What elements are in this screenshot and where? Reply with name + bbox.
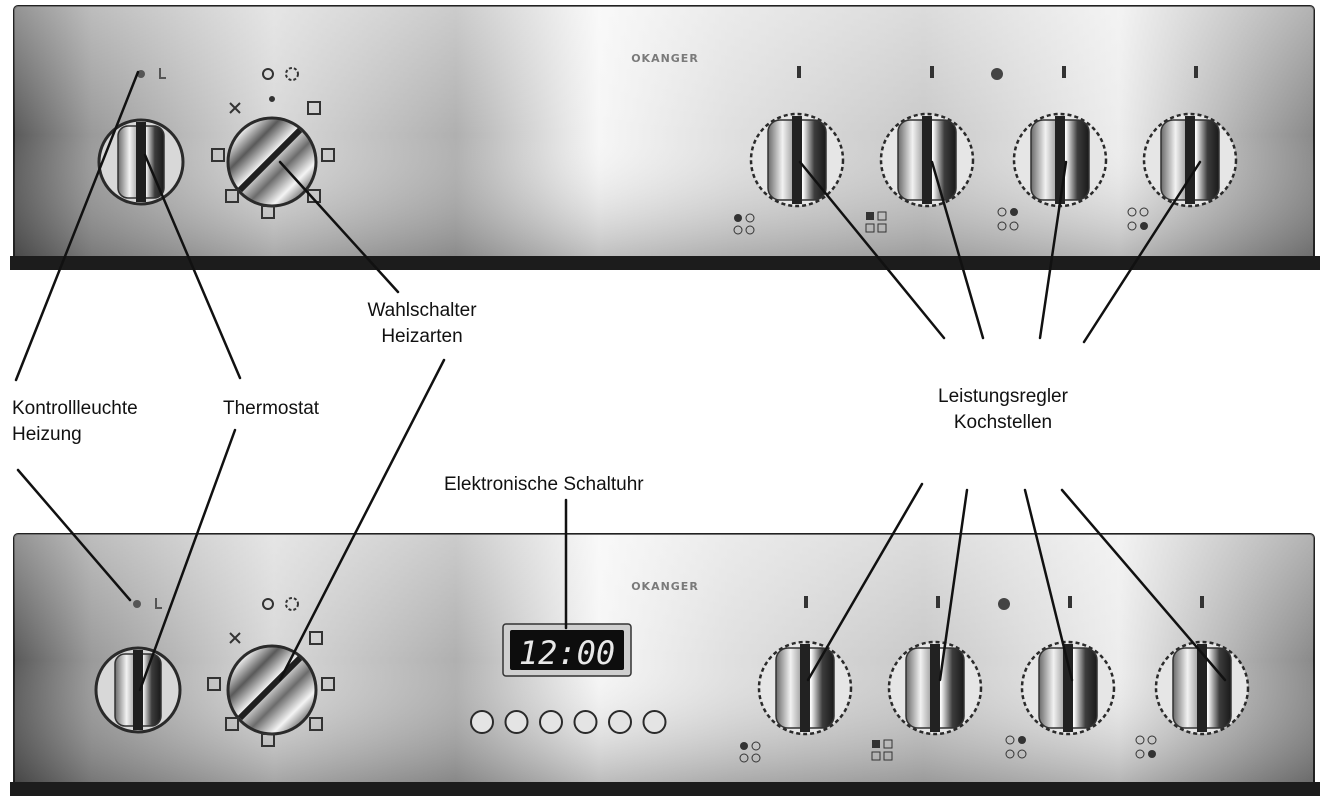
bottom-panel-bottom-edge <box>10 782 1320 796</box>
timer-button-3[interactable] <box>539 710 563 734</box>
hob-knob-top-1[interactable] <box>749 66 845 208</box>
brand-logo-top: OKANGER <box>631 52 699 65</box>
function-symbols-top <box>211 67 335 219</box>
thermostat-knob-bottom[interactable] <box>94 646 182 734</box>
label-wahlschalter: Wahlschalter Heizarten <box>362 298 482 350</box>
function-symbols-bottom <box>207 597 335 747</box>
hob-knob-top-2[interactable] <box>879 66 975 208</box>
leader-lamp-bottom <box>16 468 132 602</box>
timer-button-2[interactable] <box>504 710 529 734</box>
leader-lamp-top <box>14 70 140 382</box>
label-kontrollleuchte-line2: Heizung <box>12 424 82 445</box>
timer-button-5[interactable] <box>608 710 632 734</box>
label-thermostat: Thermostat <box>223 398 320 419</box>
timer-display-text: 12:00 <box>519 634 615 672</box>
hob-knob-bottom-4[interactable] <box>1154 596 1250 736</box>
function-selector-knob-bottom[interactable] <box>226 644 318 736</box>
label-wahlschalter-line2: Heizarten <box>381 326 463 347</box>
label-leistungsregler-line1: Leistungsregler <box>938 386 1068 407</box>
hob-knob-bottom-3[interactable] <box>1020 596 1116 736</box>
hob-indicator-lamp-bottom <box>998 598 1010 610</box>
leader-selector-top <box>278 160 400 294</box>
leader-selector-bottom <box>278 358 446 682</box>
hob-knob-bottom-2[interactable] <box>887 596 983 736</box>
label-leistungsregler-line2: Kochstellen <box>953 412 1053 433</box>
hob-zone-symbols-bottom <box>739 735 1157 763</box>
leader-thermostat-top <box>143 153 242 380</box>
hob-knob-bottom-1[interactable] <box>757 596 853 736</box>
timer-display <box>510 630 624 670</box>
hob-indicator-lamp-top <box>991 68 1003 80</box>
leader-hob-bottom-2 <box>938 488 969 682</box>
function-selector-knob-top[interactable] <box>226 116 318 208</box>
leader-hob-top-3 <box>1038 160 1068 340</box>
top-panel-bottom-edge <box>10 256 1320 270</box>
timer-button-6[interactable] <box>642 710 667 734</box>
leader-hob-bottom-3 <box>1023 488 1074 682</box>
label-leistungsregler: Leistungsregler Kochstellen <box>908 384 1098 436</box>
brand-logo-bottom: OKANGER <box>631 580 699 593</box>
label-kontrollleuchte-line1: Kontrollleuchte <box>12 398 138 419</box>
hob-knob-top-4[interactable] <box>1142 66 1238 208</box>
timer-button-1[interactable] <box>470 710 494 734</box>
hob-zone-symbols-top <box>733 207 1149 235</box>
control-lamp-bottom <box>133 600 141 608</box>
timer-button-4[interactable] <box>573 710 598 734</box>
leader-hob-top-2 <box>930 160 985 340</box>
label-kontrollleuchte: Kontrollleuchte Heizung <box>12 396 138 448</box>
leader-hob-top-1 <box>798 160 946 340</box>
timer-buttons <box>470 710 667 734</box>
leader-hob-top-4 <box>1082 160 1202 344</box>
leader-thermostat-bottom <box>138 428 237 692</box>
electronic-timer: 12:00 <box>502 623 632 677</box>
top-control-panel: OKANGER <box>10 5 1320 270</box>
label-schaltuhr: Elektronische Schaltuhr <box>444 474 644 495</box>
thermostat-knob-top[interactable] <box>97 118 185 206</box>
leader-hob-bottom-4 <box>1060 488 1227 682</box>
leader-hob-bottom-1 <box>806 482 924 682</box>
leader-lines <box>14 70 1227 692</box>
lamp-symbol-icon <box>155 598 162 609</box>
label-wahlschalter-line1: Wahlschalter <box>367 300 477 321</box>
bottom-control-panel: OKANGER <box>10 533 1320 796</box>
lamp-symbol-icon <box>159 68 166 79</box>
